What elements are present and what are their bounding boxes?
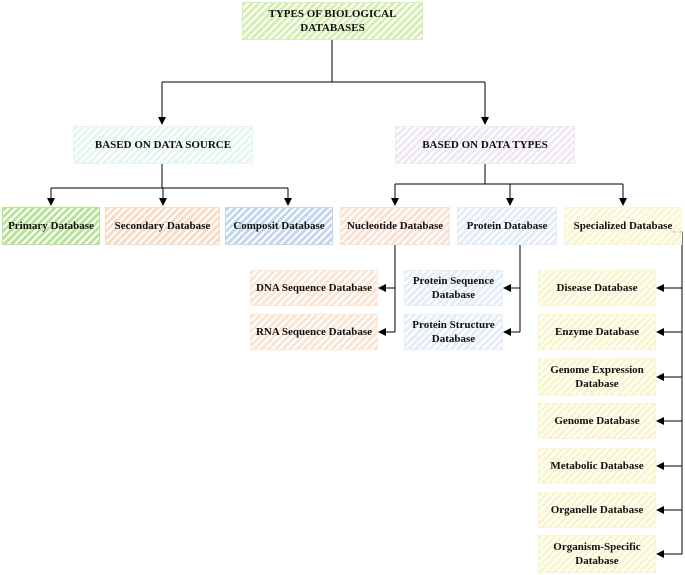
dna-sequence-database-label: DNA Sequence Database [255, 282, 373, 294]
primary-database-node: Primary Database [2, 207, 100, 245]
disease-database-label: Disease Database [556, 282, 638, 294]
data-types-node: BASED ON DATA TYPES [395, 126, 575, 164]
metabolic-database-node: Metabolic Database [538, 448, 656, 484]
connector-specialized-trunk [673, 231, 683, 554]
data-types-label: BASED ON DATA TYPES [422, 139, 548, 151]
enzyme-database-node: Enzyme Database [538, 314, 656, 350]
disease-database-node: Disease Database [538, 270, 656, 306]
data-source-label: BASED ON DATA SOURCE [94, 139, 232, 151]
rna-sequence-database-label: RNA Sequence Database [255, 326, 373, 338]
metabolic-database-label: Metabolic Database [550, 460, 644, 472]
specialized-database-label: Specialized Database [573, 220, 673, 232]
enzyme-database-label: Enzyme Database [554, 326, 640, 338]
organelle-database-node: Organelle Database [538, 492, 656, 528]
organelle-database-label: Organelle Database [550, 504, 644, 516]
secondary-database-label: Secondary Database [114, 220, 211, 232]
secondary-database-node: Secondary Database [105, 207, 220, 245]
nucleotide-database-label: Nucleotide Database [346, 220, 444, 232]
dna-sequence-database-node: DNA Sequence Database [250, 270, 378, 306]
data-source-node: BASED ON DATA SOURCE [73, 126, 253, 164]
protein-database-label: Protein Database [466, 220, 548, 232]
protein-database-node: Protein Database [457, 207, 557, 245]
composit-database-label: Composit Database [233, 220, 325, 232]
nucleotide-database-node: Nucleotide Database [340, 207, 450, 245]
rna-sequence-database-node: RNA Sequence Database [250, 314, 378, 350]
composit-database-node: Composit Database [225, 207, 333, 245]
specialized-database-node: Specialized Database [564, 207, 682, 245]
primary-database-label: Primary Database [8, 220, 94, 232]
genome-database-label: Genome Database [554, 415, 640, 427]
genome-database-node: Genome Database [538, 403, 656, 439]
